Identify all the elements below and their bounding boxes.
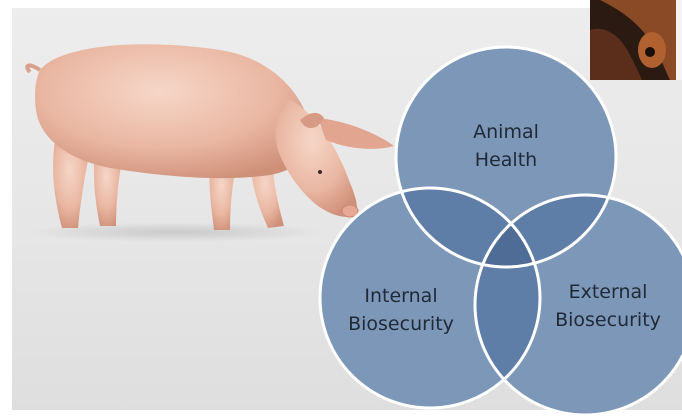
venn-label-internal-biosecurity: Internal Biosecurity (336, 282, 466, 338)
corner-photo-thumbnail (590, 0, 682, 80)
venn-label-external-biosecurity: External Biosecurity (538, 278, 678, 334)
venn-label-animal-health: Animal Health (446, 118, 566, 174)
